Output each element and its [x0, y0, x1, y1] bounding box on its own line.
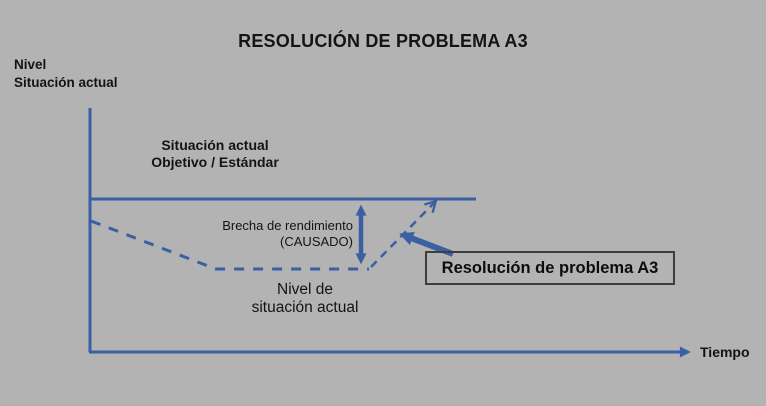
performance-gap-label: Brecha de rendimiento (CAUSADO) — [222, 218, 353, 250]
current-level-label: Nivel de situación actual — [251, 281, 359, 317]
a3-resolution-box-label: Resolución de problema A3 — [441, 258, 659, 277]
current-level-dashed-line — [90, 219, 369, 271]
x-axis-label: Tiempo — [700, 344, 750, 360]
a3-resolution-box: Resolución de problema A3 — [425, 251, 675, 285]
target-level-label: Situación actual Objetivo / Estándar — [151, 137, 279, 171]
y-axis-label: Nivel Situación actual — [14, 57, 118, 90]
diagram-title: RESOLUCIÓN DE PROBLEMA A3 — [238, 31, 528, 51]
